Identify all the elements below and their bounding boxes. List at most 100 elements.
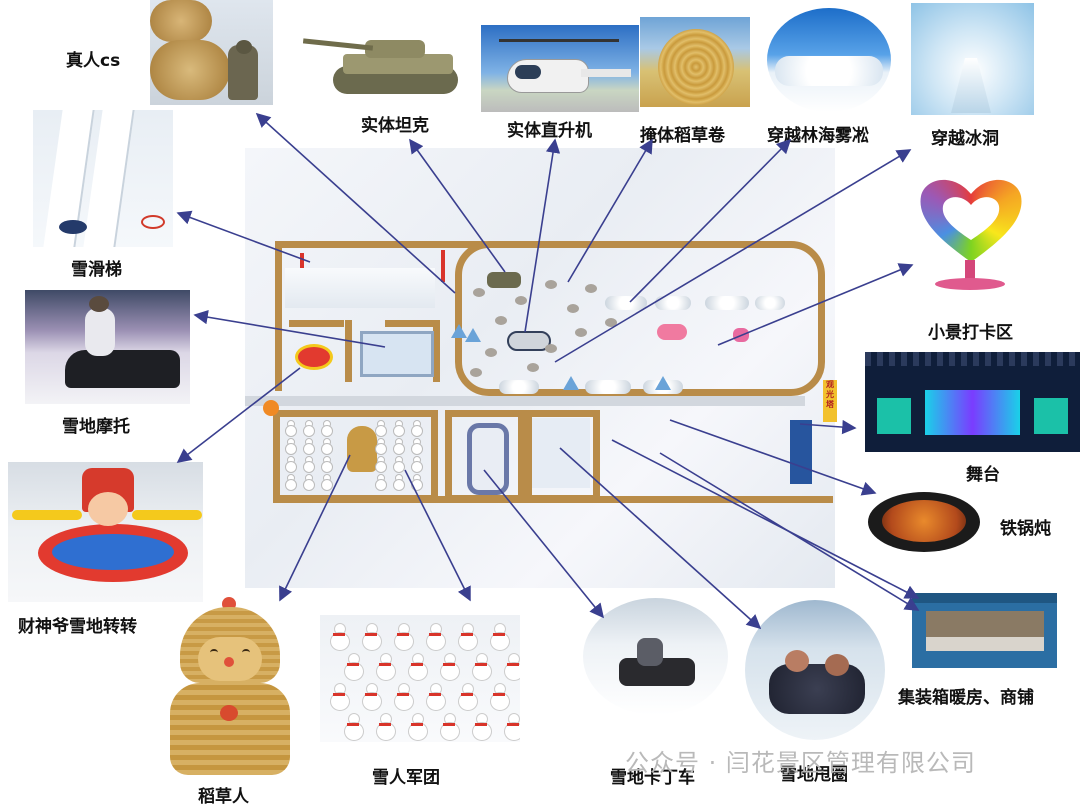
snowmobile-label: 雪地摩托 (62, 417, 130, 437)
map-snowman (285, 438, 297, 455)
map-snowman (303, 420, 315, 437)
snowman-figure (458, 623, 478, 651)
map-snowman (393, 438, 405, 455)
arrow-to-straw-bunker (567, 138, 653, 283)
orange-sign (263, 400, 279, 416)
arrow-to-rime-forest (629, 138, 792, 303)
snowman-figure (504, 713, 520, 741)
map-caishen-spin (295, 344, 333, 370)
rime-forest-label: 穿越林海雾凇 (767, 126, 869, 146)
arrow-to-snowmobile (193, 310, 386, 348)
scarecrow-label: 稻草人 (198, 787, 249, 807)
map-snowman (393, 474, 405, 491)
snowmobile-photo (25, 290, 190, 404)
snowman-figure (376, 713, 396, 741)
photo-spot-photo (905, 170, 1035, 295)
ice-tunnel-photo (911, 3, 1034, 115)
arrow-to-ice-tunnel (554, 149, 912, 363)
snow-tube-spin-photo (745, 600, 885, 740)
map-rime-tree (655, 296, 691, 310)
map-snowman (303, 438, 315, 455)
arrow-to-container-shop-2 (659, 452, 920, 611)
stage-photo (865, 352, 1080, 452)
arrow-to-scarecrow (279, 454, 351, 602)
map-helicopter (507, 331, 551, 351)
snowman-figure (440, 653, 460, 681)
snow-tube-spin-label: 雪地甩圈 (780, 765, 848, 785)
rime-forest-photo (767, 8, 891, 112)
map-ice-tunnel (563, 376, 579, 390)
snowman-figure (440, 713, 460, 741)
straw-bunker-label: 掩体稻草卷 (640, 126, 725, 146)
map-straw-bunker (527, 363, 539, 372)
map-snowman (321, 420, 333, 437)
map-snowman (411, 456, 423, 473)
iron-pot-label: 铁锅炖 (1000, 519, 1051, 539)
map-straw-bunker (495, 316, 507, 325)
arrow-to-photo-spot (717, 263, 914, 346)
go-kart-photo (583, 598, 728, 715)
real-cs-label: 真人cs (66, 51, 121, 71)
map-ice-tunnel (465, 328, 481, 342)
map-straw-bunker (575, 328, 587, 337)
map-tank (487, 272, 521, 288)
arrow-to-iron-pot (669, 419, 877, 496)
arrow-to-go-kart (483, 469, 605, 619)
map-straw-bunker (473, 288, 485, 297)
main-road (245, 396, 805, 406)
photo-spot-label: 小景打卡区 (928, 323, 1013, 343)
stage-label: 舞台 (966, 465, 1000, 485)
map-rime-tree (585, 380, 631, 394)
snowmobile-arena (360, 331, 434, 377)
container-shop-label: 集装箱暖房、商铺 (898, 688, 1034, 708)
snowman-figure (490, 623, 510, 651)
map-snowman (321, 456, 333, 473)
caishen-spin-photo (8, 462, 203, 602)
snowman-figure (362, 623, 382, 651)
real-cs-photo (150, 0, 273, 105)
map-snowman (393, 456, 405, 473)
snowman-figure (394, 623, 414, 651)
map-rime-tree (705, 296, 749, 310)
scarecrow-photo (160, 597, 300, 777)
straw-bunker-photo (640, 17, 750, 107)
tank-label: 实体坦克 (361, 116, 429, 136)
map-snowman (321, 474, 333, 491)
container-shop-photo (912, 593, 1057, 668)
snowman-figure (330, 683, 350, 711)
viewing-tower-sign: 观光塔 (823, 380, 837, 422)
watermark: 公众号 · 闫花景区管理有限公司 (625, 749, 976, 777)
tank-photo (303, 22, 463, 102)
map-straw-bunker (470, 368, 482, 377)
map-snowman (285, 474, 297, 491)
map-ice-tunnel (655, 376, 671, 390)
snow-slide-label: 雪滑梯 (71, 260, 122, 280)
map-snowman (321, 438, 333, 455)
snowman-figure (458, 683, 478, 711)
map-heart-decoration (657, 324, 687, 340)
map-straw-bunker (545, 344, 557, 353)
map-snowman (285, 456, 297, 473)
map-scarecrow (347, 426, 377, 472)
map-rime-tree (605, 296, 647, 310)
snowman-figure (472, 713, 492, 741)
snowman-figure (330, 623, 350, 651)
go-kart-label: 雪地卡丁车 (610, 768, 695, 788)
snowman-army-label: 雪人军团 (372, 768, 440, 788)
map-rime-tree (755, 296, 785, 310)
map-straw-bunker (605, 318, 617, 327)
map-straw-bunker (585, 284, 597, 293)
map-snowman (393, 420, 405, 437)
snowman-figure (376, 653, 396, 681)
arrow-to-snow-slide (176, 210, 311, 263)
helicopter-label: 实体直升机 (507, 121, 592, 141)
arrow-to-snowman-army (404, 469, 471, 602)
snow-tube-field (532, 418, 590, 488)
map-snowman (375, 438, 387, 455)
map-snowman (303, 474, 315, 491)
ski-slope (285, 268, 435, 308)
snowman-figure (362, 683, 382, 711)
map-straw-bunker (485, 348, 497, 357)
map-snowman (375, 474, 387, 491)
